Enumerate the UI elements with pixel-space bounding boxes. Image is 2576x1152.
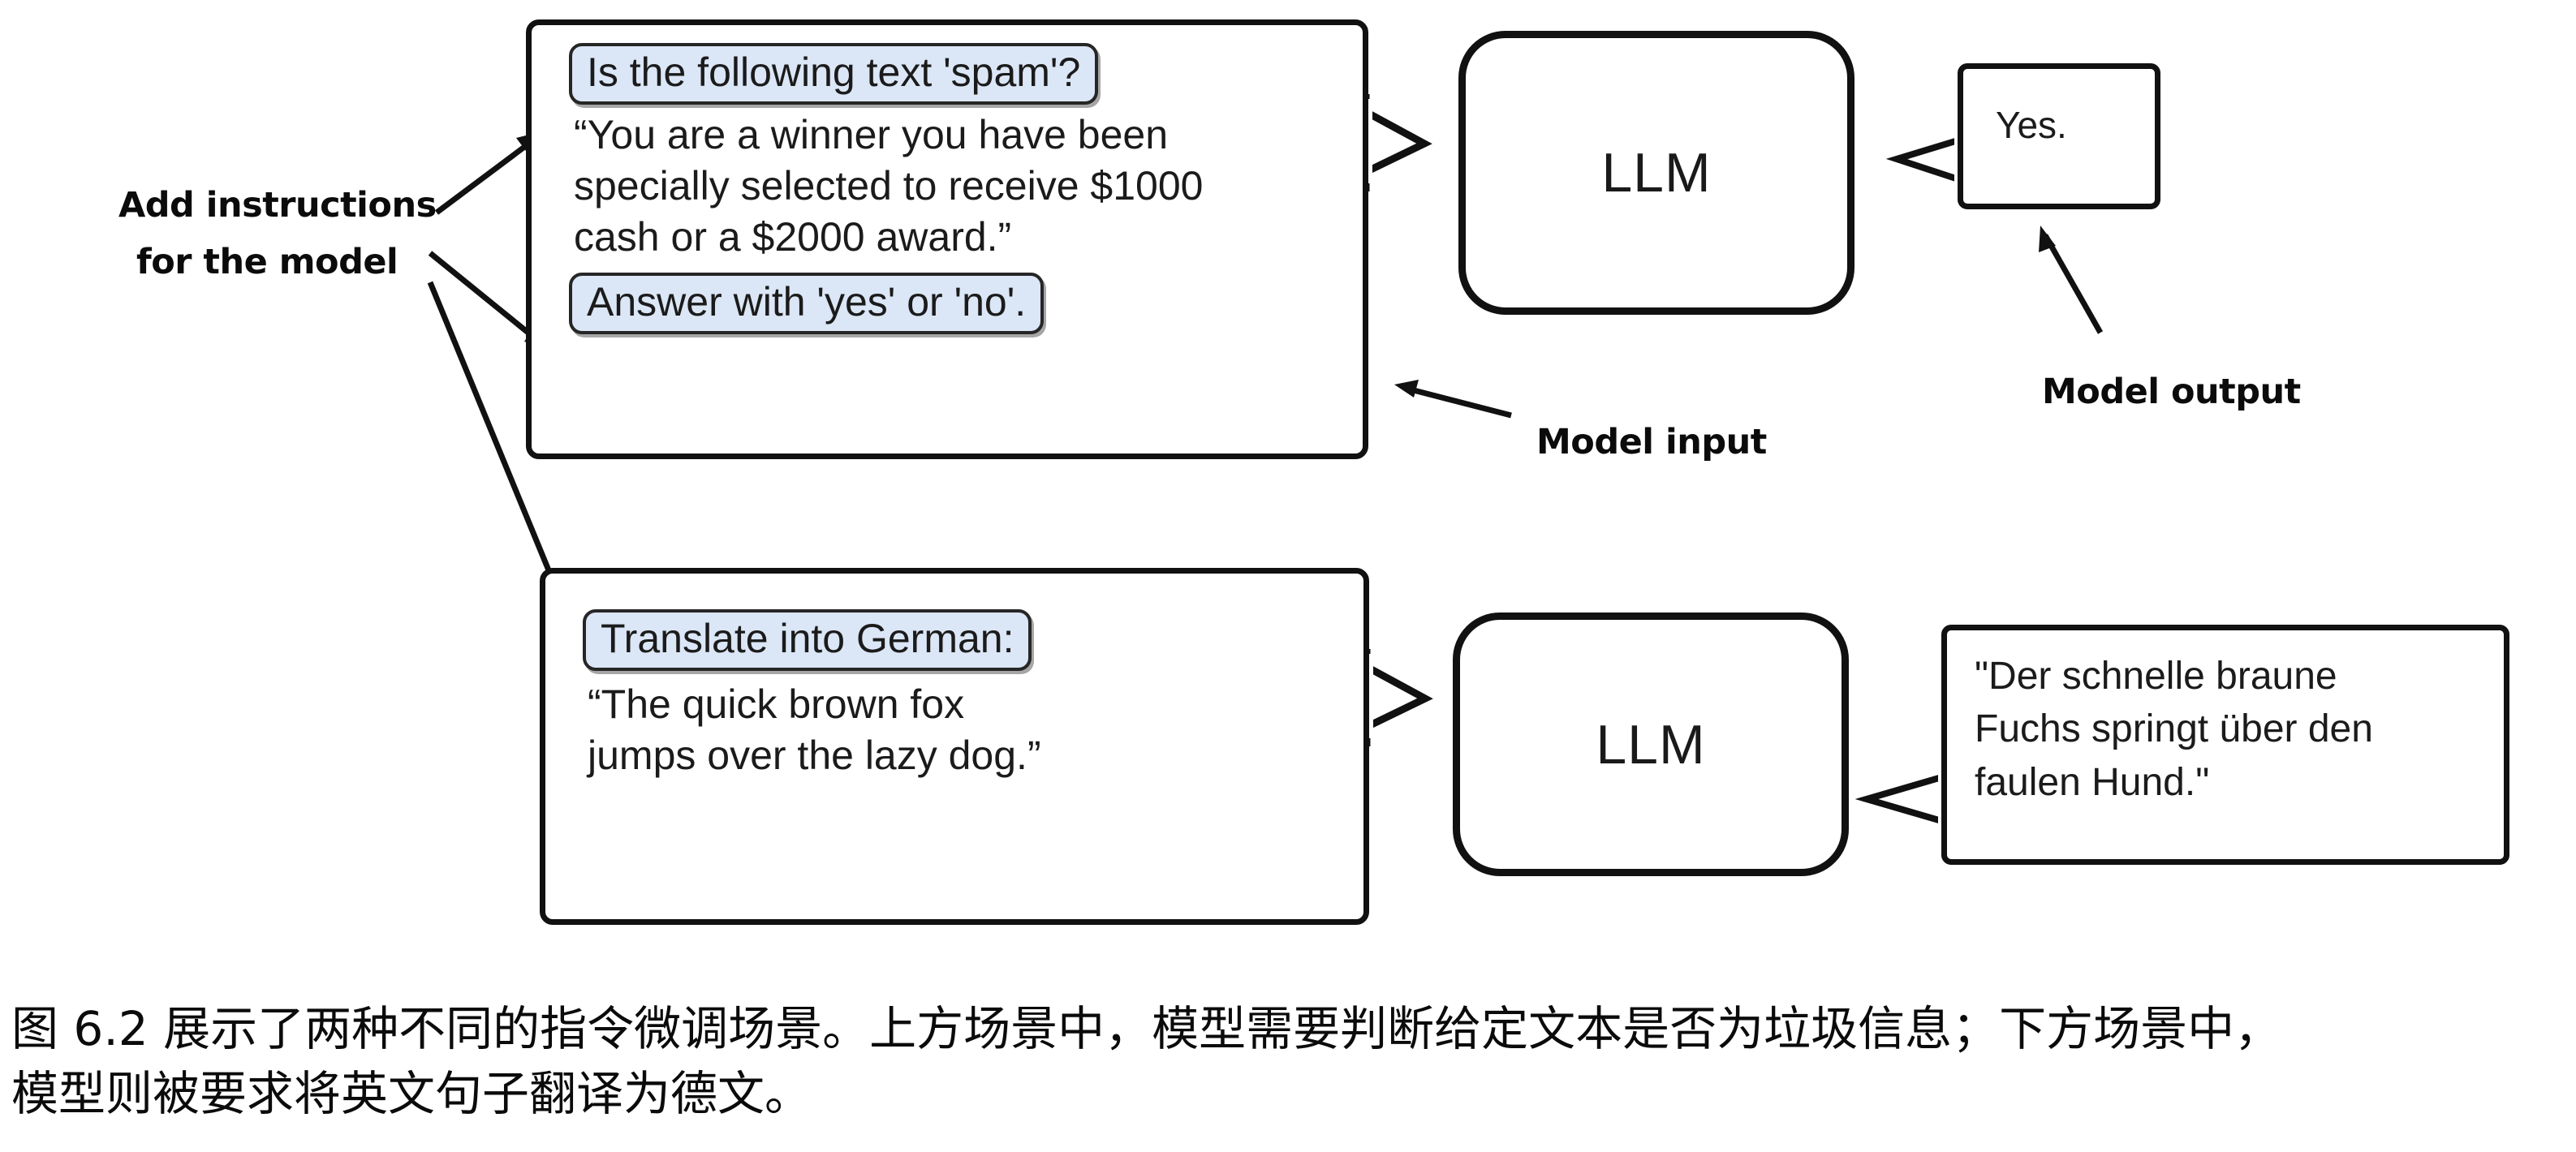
output-line: Yes. — [1996, 104, 2067, 146]
figure-caption: 图 6.2 展示了两种不同的指令微调场景。上方场景中，模型需要判断给定文本是否为… — [11, 996, 2568, 1126]
annotation-model-input: Model input — [1536, 422, 1767, 462]
prompt-text-line: cash or a $2000 award.” — [574, 214, 1012, 260]
model-output-bubble-yes: Yes. — [1958, 63, 2160, 209]
prompt-text-line: specially selected to receive $1000 — [574, 163, 1204, 208]
caption-line: 模型则被要求将英文句子翻译为德文。 — [11, 1066, 812, 1122]
annotation-model-output: Model output — [2042, 372, 2301, 412]
output-line: Fuchs springt über den — [1975, 707, 2373, 751]
prompt-text-line: jumps over the lazy dog.” — [588, 733, 1041, 778]
prompt-tail-bottom — [1363, 649, 1433, 746]
instruction-chip-translate: Translate into German: — [583, 609, 1032, 671]
output-tail-top — [1885, 122, 1964, 198]
output-line: faulen Hund." — [1975, 760, 2210, 804]
translation-prompt-bubble: Translate into German: “The quick brown … — [540, 568, 1369, 925]
instruction-chip-answer-format: Answer with 'yes' or 'no'. — [569, 273, 1045, 334]
llm-label: LLM — [1596, 713, 1706, 776]
prompt-text-line: “The quick brown fox — [588, 681, 965, 727]
llm-box-bottom: LLM — [1453, 613, 1849, 876]
arrow-model-output — [2039, 226, 2104, 334]
llm-box-top: LLM — [1458, 31, 1854, 315]
caption-line: 图 6.2 展示了两种不同的指令微调场景。上方场景中，模型需要判断给定文本是否为… — [11, 1001, 2282, 1056]
arrow-model-input — [1394, 380, 1512, 419]
spam-prompt-bubble: Is the following text 'spam'? “You are a… — [526, 19, 1368, 459]
spam-prompt-body: Is the following text 'spam'? “You are a… — [569, 43, 1343, 339]
translation-prompt-body: Translate into German: “The quick brown … — [583, 609, 1344, 781]
llm-label: LLM — [1601, 142, 1712, 204]
model-output-bubble-german: "Der schnelle braune Fuchs springt über … — [1941, 625, 2509, 865]
output-line: "Der schnelle braune — [1975, 655, 2337, 698]
annotation-add-instructions-line2: for the model — [136, 242, 398, 282]
output-tail-bottom — [1854, 759, 1948, 840]
output-text-yes: Yes. — [1996, 101, 2142, 150]
prompt-text-line: “You are a winner you have been — [574, 112, 1169, 157]
instruction-chip-spam: Is the following text 'spam'? — [569, 43, 1099, 105]
annotation-add-instructions-line1: Add instructions — [118, 185, 437, 226]
prompt-tail-top — [1362, 94, 1432, 191]
output-text-german: "Der schnelle braune Fuchs springt über … — [1975, 650, 2491, 809]
